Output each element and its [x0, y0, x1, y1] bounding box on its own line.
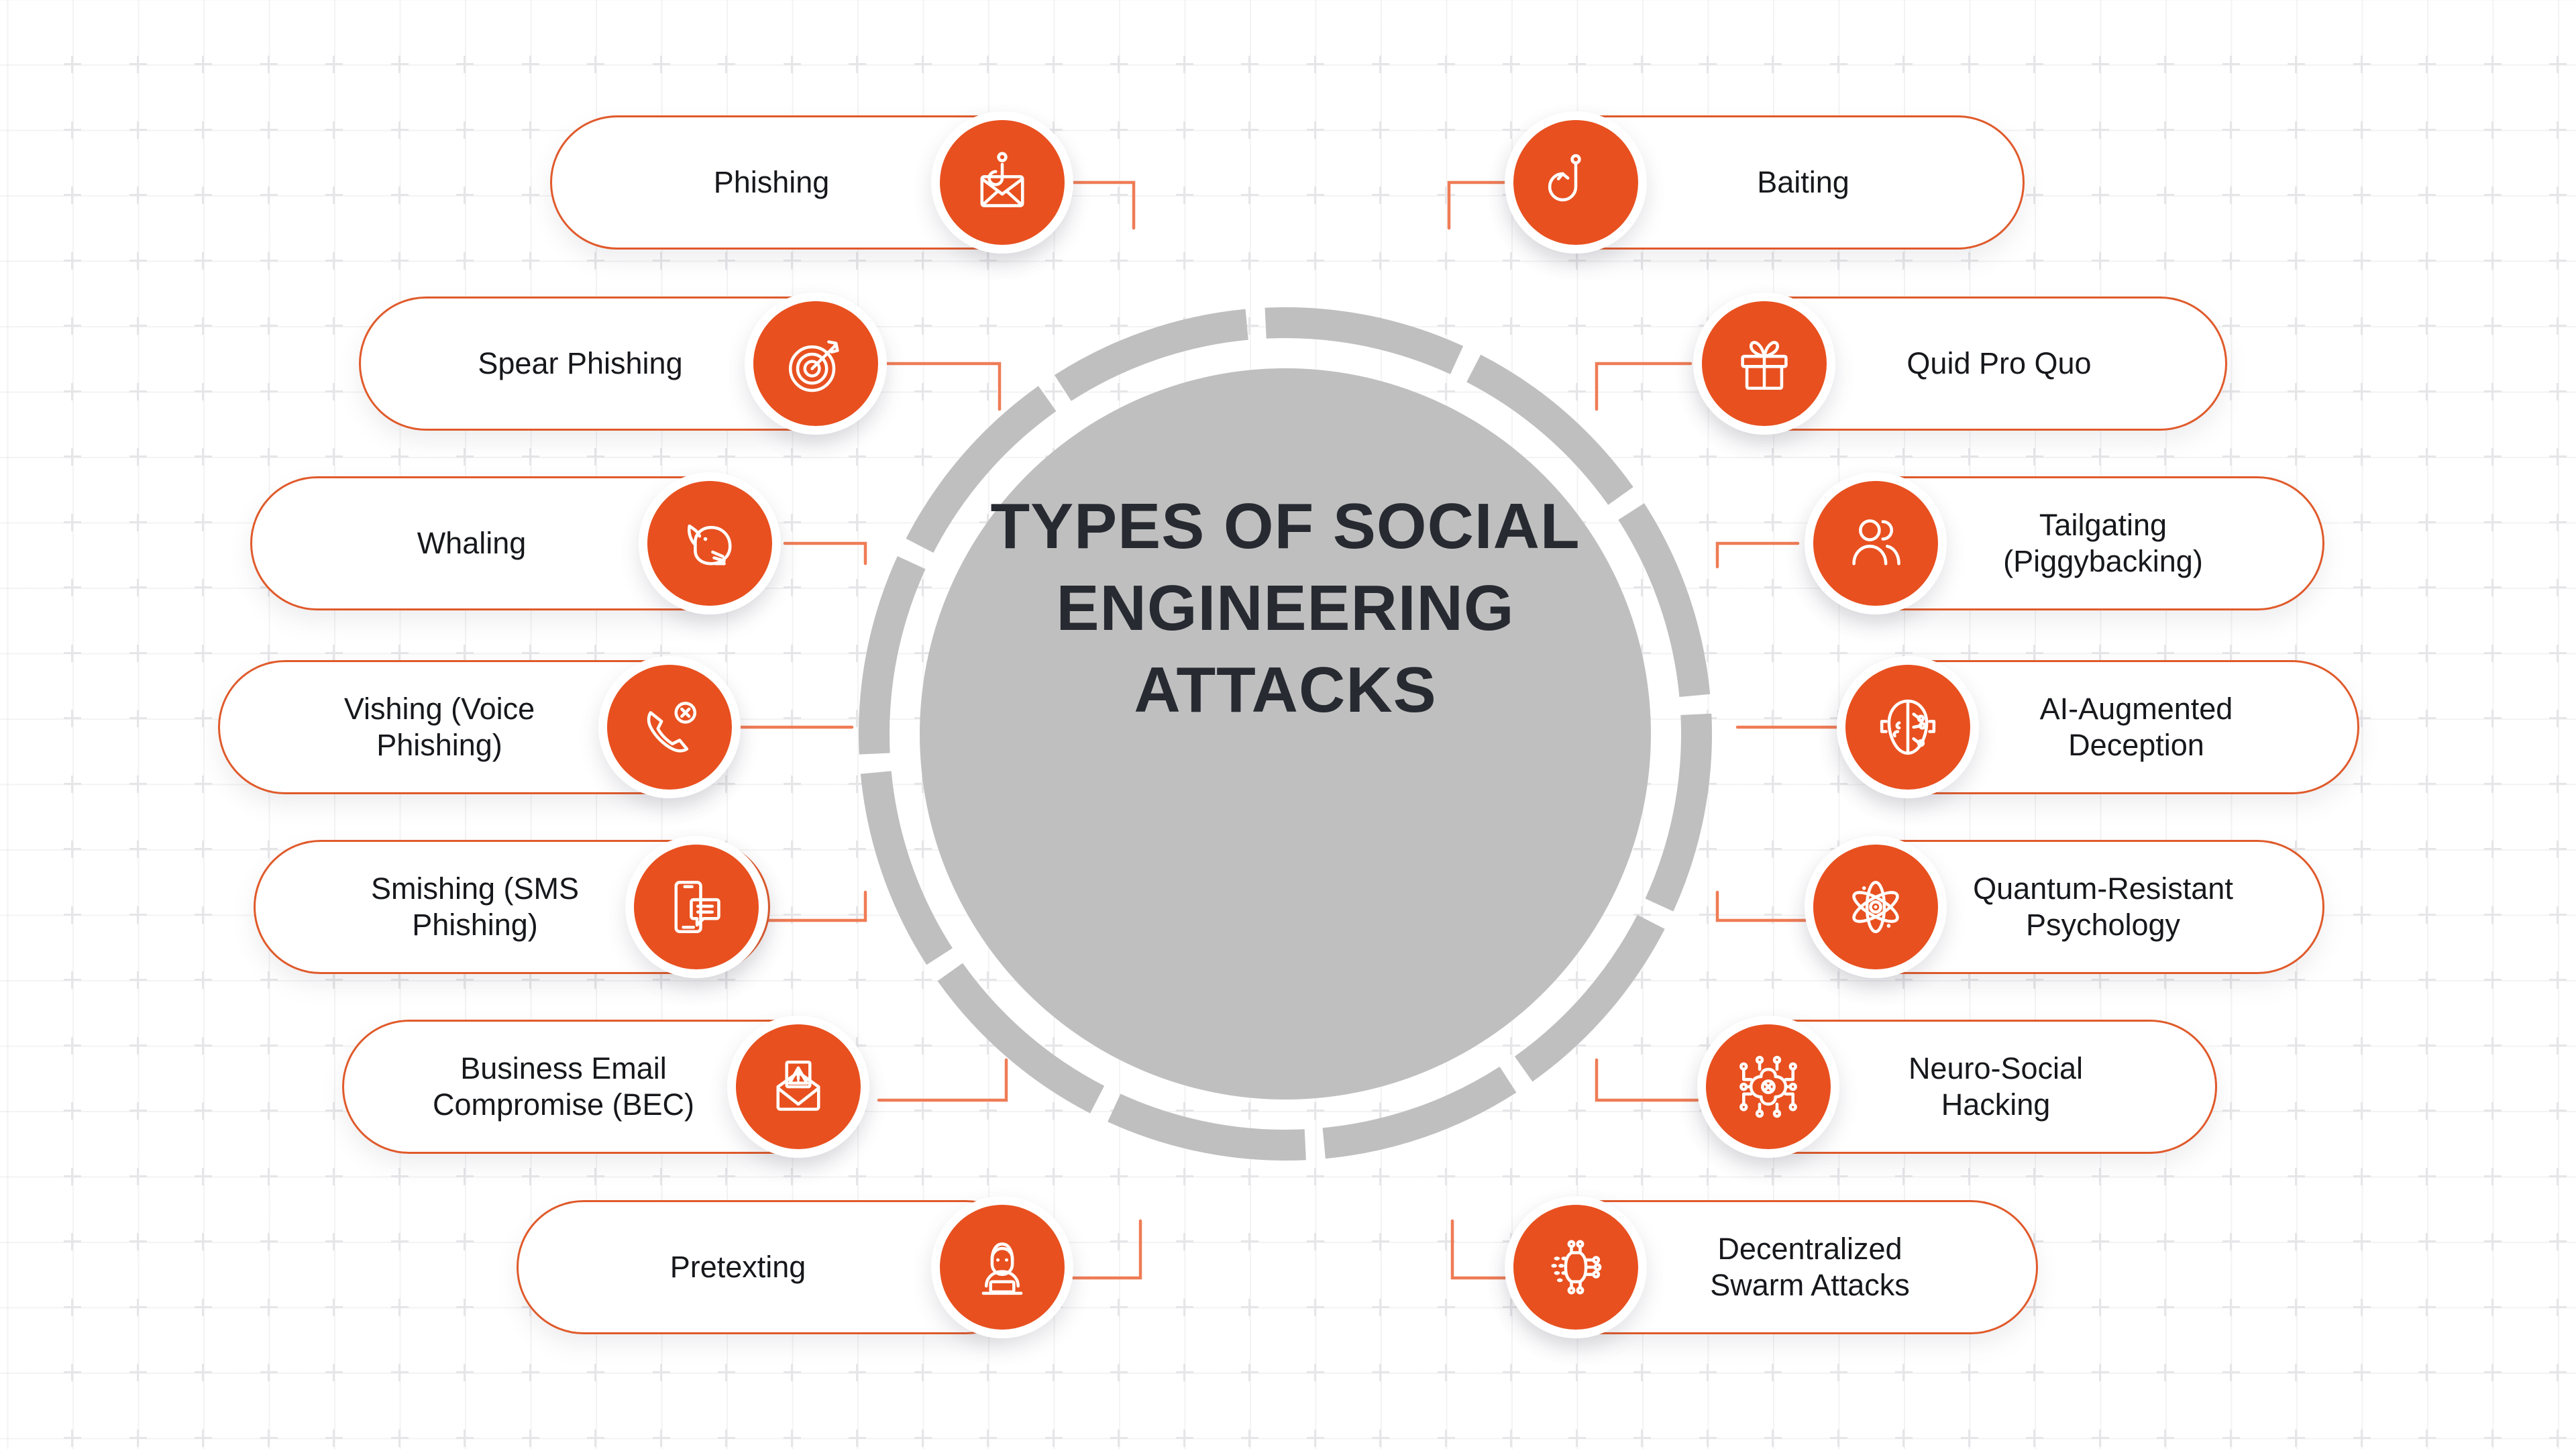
label-swarm-attacks: Decentralized Swarm Attacks	[1710, 1232, 1910, 1302]
label-neuro-social: Neuro-Social Hacking	[1908, 1051, 2084, 1122]
envelope-warning-icon	[727, 1016, 869, 1158]
hub-inner-circle	[920, 368, 1651, 1099]
label-ai-deception: AI-Augmented Deception	[2039, 692, 2233, 762]
ai-head-circuit-icon	[1837, 656, 1979, 798]
hacker-laptop-icon	[931, 1196, 1073, 1338]
label-spear-phishing: Spear Phishing	[478, 346, 683, 380]
label-quantum-resistant: Quantum-Resistant Psychology	[1973, 871, 2233, 942]
whale-icon	[639, 472, 781, 614]
envelope-hook-icon	[931, 111, 1073, 254]
label-pretexting: Pretexting	[669, 1250, 806, 1284]
label-tailgating: Tailgating (Piggybacking)	[2003, 508, 2203, 578]
target-arrow-icon	[745, 292, 887, 435]
label-phishing: Phishing	[713, 165, 830, 199]
phone-sms-icon	[625, 836, 767, 978]
label-vishing: Vishing (Voice Phishing)	[343, 692, 535, 762]
hub-segmented-ring	[859, 307, 1712, 1161]
gift-box-icon	[1693, 292, 1835, 435]
page-title: TYPES OF SOCIAL ENGINEERING ATTACKS	[990, 490, 1580, 726]
label-bec: Business Email Compromise (BEC)	[432, 1051, 695, 1122]
label-smishing: Smishing (SMS Phishing)	[370, 871, 580, 942]
label-whaling: Whaling	[417, 526, 527, 560]
phone-x-icon	[598, 656, 741, 798]
atom-icon	[1805, 836, 1947, 978]
label-baiting: Baiting	[1757, 165, 1849, 199]
swarm-chip-icon	[1505, 1196, 1647, 1338]
fish-hook-icon	[1505, 111, 1647, 254]
label-quid-pro-quo: Quid Pro Quo	[1907, 346, 2092, 380]
brain-circuit-icon	[1697, 1016, 1839, 1158]
two-people-icon	[1805, 472, 1947, 614]
